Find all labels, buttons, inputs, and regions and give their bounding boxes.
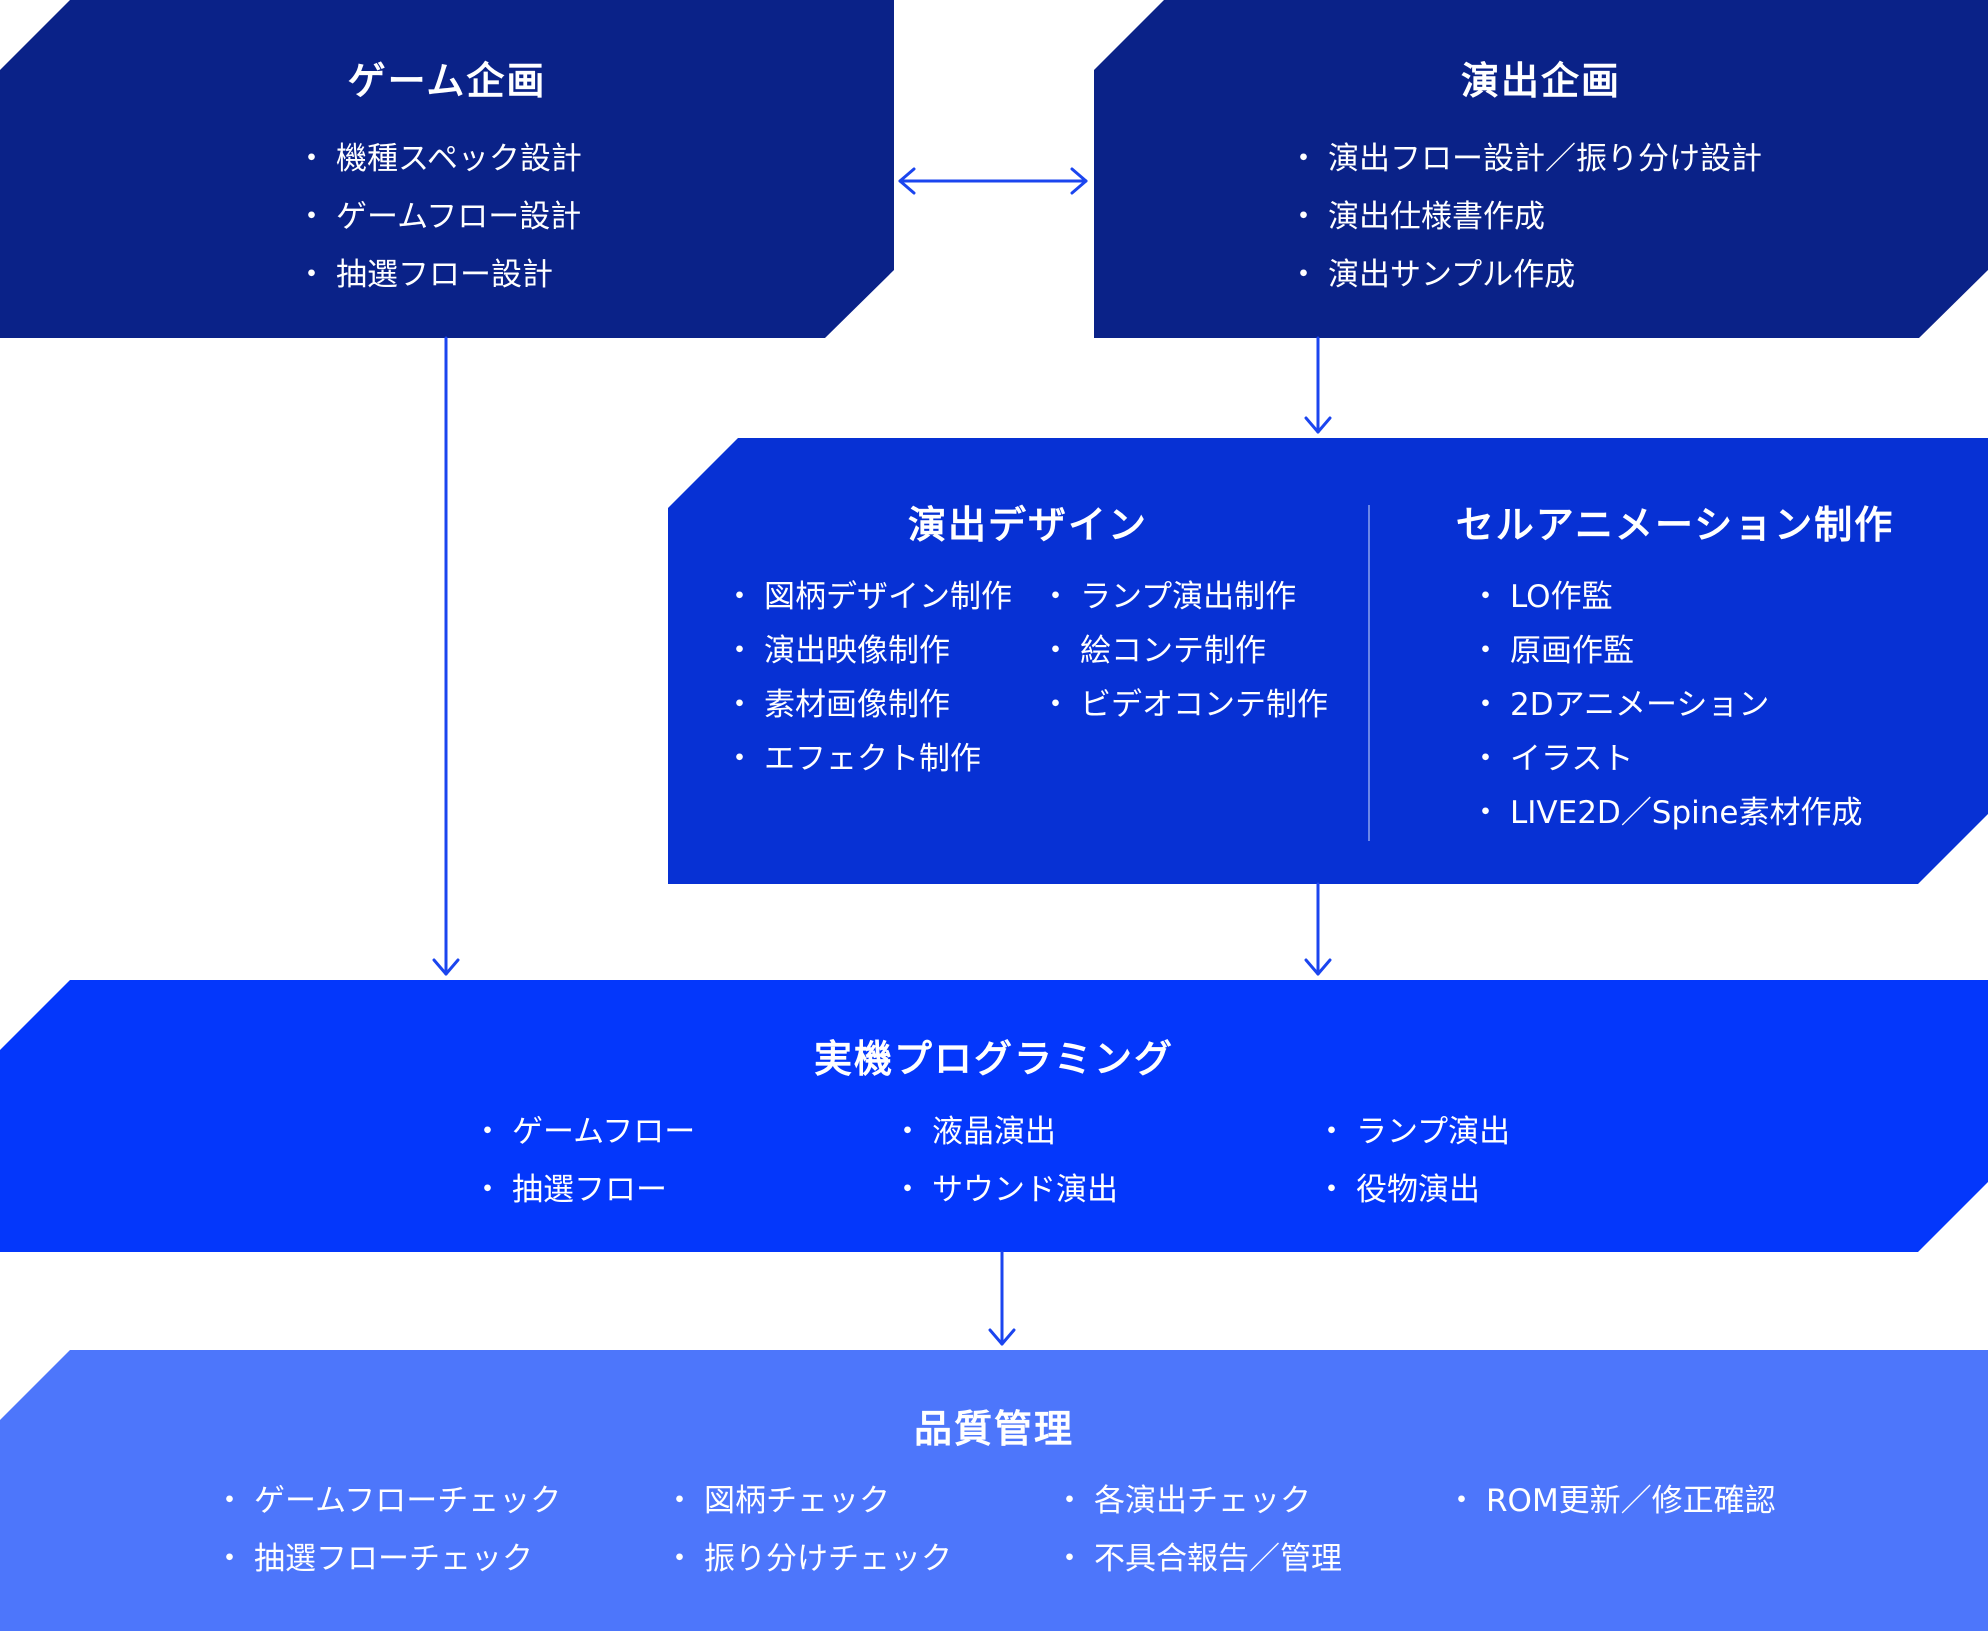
- game-planning-list: 機種スペック設計 ゲームフロー設計 抽選フロー設計: [296, 130, 582, 304]
- arrow-design-to-programming: [1304, 882, 1332, 976]
- programming-list-1: ゲームフロー 抽選フロー: [472, 1103, 695, 1219]
- effect-design-title: 演出デザイン: [907, 503, 1148, 547]
- list-item: 演出フロー設計／振り分け設計: [1288, 130, 1762, 188]
- list-item: 各演出チェック: [1054, 1472, 1342, 1530]
- effect-planning-list: 演出フロー設計／振り分け設計 演出仕様書作成 演出サンプル作成: [1288, 130, 1762, 304]
- effect-planning-title: 演出企画: [1460, 59, 1621, 103]
- list-item: エフェクト制作: [724, 732, 1012, 786]
- quality-list-2: 図柄チェック 振り分けチェック: [664, 1472, 952, 1588]
- cel-animation-list: LO作監 原画作監 2Dアニメーション イラスト LIVE2D／Spine素材作…: [1470, 570, 1863, 840]
- quality-list-1: ゲームフローチェック 抽選フローチェック: [214, 1472, 561, 1588]
- list-item: LO作監: [1470, 570, 1863, 624]
- quality-title: 品質管理: [913, 1407, 1074, 1451]
- list-item: 液晶演出: [892, 1103, 1118, 1161]
- effect-design-list-2: ランプ演出制作 絵コンテ制作 ビデオコンテ制作: [1040, 570, 1328, 732]
- programming-title: 実機プログラミング: [813, 1037, 1174, 1081]
- list-item: ランプ演出制作: [1040, 570, 1328, 624]
- list-item: 抽選フロー: [472, 1161, 695, 1219]
- list-item: ゲームフロー設計: [296, 188, 582, 246]
- list-item: サウンド演出: [892, 1161, 1118, 1219]
- list-item: ランプ演出: [1316, 1103, 1510, 1161]
- quality-list-4: ROM更新／修正確認: [1446, 1472, 1776, 1530]
- programming-list-3: ランプ演出 役物演出: [1316, 1103, 1510, 1219]
- effect-design-list-1: 図柄デザイン制作 演出映像制作 素材画像制作 エフェクト制作: [724, 570, 1012, 786]
- list-item: LIVE2D／Spine素材作成: [1470, 786, 1862, 840]
- column-divider: [1368, 505, 1370, 841]
- list-item: 図柄チェック: [664, 1472, 952, 1530]
- list-item: イラスト: [1470, 732, 1863, 786]
- list-item: ゲームフローチェック: [214, 1472, 561, 1530]
- list-item: 絵コンテ制作: [1040, 624, 1328, 678]
- list-item: ROM更新／修正確認: [1446, 1472, 1776, 1530]
- bidirectional-arrow: [898, 167, 1088, 195]
- list-item: 抽選フローチェック: [214, 1530, 561, 1588]
- arrow-game-to-programming: [432, 336, 460, 976]
- list-item: 抽選フロー設計: [296, 246, 582, 304]
- list-item: 演出映像制作: [724, 624, 1012, 678]
- list-item: 機種スペック設計: [296, 130, 582, 188]
- list-item: ビデオコンテ制作: [1040, 678, 1328, 732]
- list-item: 振り分けチェック: [664, 1530, 952, 1588]
- list-item: 役物演出: [1316, 1161, 1510, 1219]
- list-item: 演出仕様書作成: [1288, 188, 1762, 246]
- cel-animation-title: セルアニメーション制作: [1455, 503, 1895, 547]
- quality-list-3: 各演出チェック 不具合報告／管理: [1054, 1472, 1342, 1588]
- list-item: 演出サンプル作成: [1288, 246, 1762, 304]
- list-item: 原画作監: [1470, 624, 1863, 678]
- list-item: ゲームフロー: [472, 1103, 695, 1161]
- list-item: 素材画像制作: [724, 678, 1012, 732]
- list-item: 図柄デザイン制作: [724, 570, 1012, 624]
- game-planning-title: ゲーム企画: [347, 59, 547, 103]
- list-item: 2Dアニメーション: [1470, 678, 1863, 732]
- programming-list-2: 液晶演出 サウンド演出: [892, 1103, 1118, 1219]
- arrow-programming-to-quality: [988, 1250, 1016, 1346]
- arrow-effect-to-design: [1304, 336, 1332, 434]
- list-item: 不具合報告／管理: [1054, 1530, 1342, 1588]
